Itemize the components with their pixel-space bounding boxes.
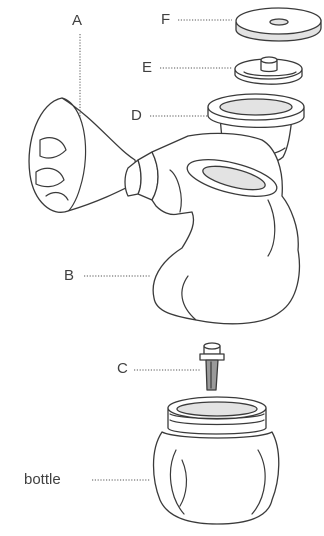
label-b: B (64, 268, 74, 284)
part-b-pump-body (152, 133, 299, 323)
label-a: A (72, 13, 82, 29)
label-c: C (117, 361, 128, 377)
label-f: F (161, 12, 170, 28)
label-d: D (131, 108, 142, 124)
part-e-valve-connector (235, 57, 302, 84)
label-bottle: bottle (24, 472, 61, 488)
part-c-valve (200, 343, 224, 390)
bottle-part (154, 397, 279, 524)
part-f-cap (236, 8, 321, 41)
label-e: E (142, 60, 152, 76)
